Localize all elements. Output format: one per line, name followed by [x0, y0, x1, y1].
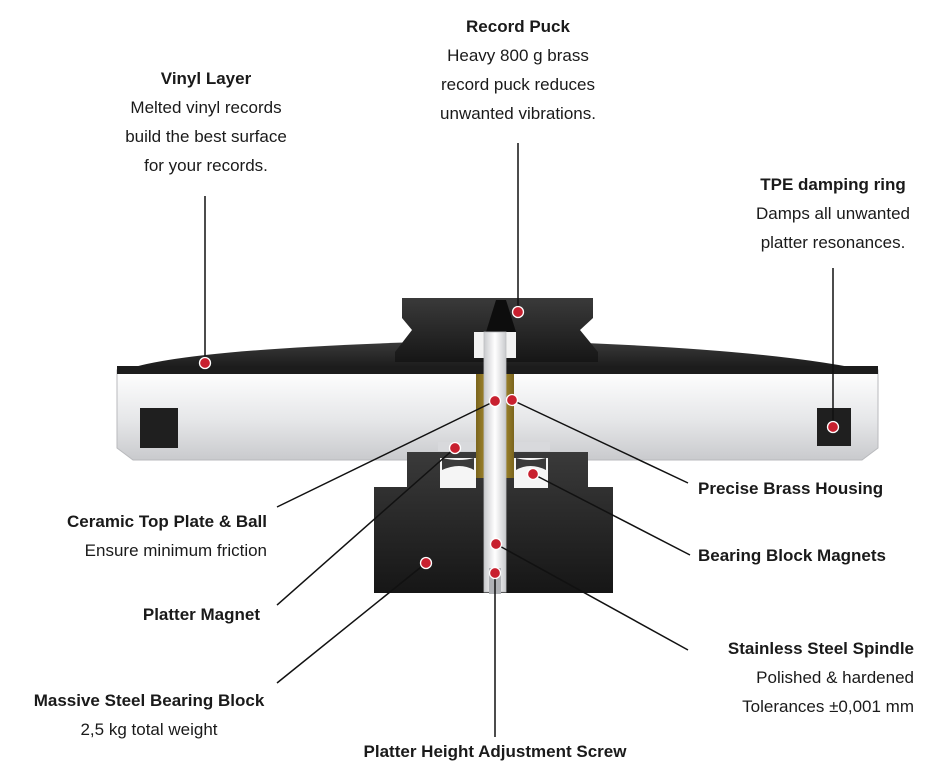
label-line: record puck reduces [440, 75, 596, 94]
label-title: Massive Steel Bearing Block [33, 691, 265, 710]
marker-bearing-block [419, 556, 433, 570]
label-line: Damps all unwanted [755, 204, 911, 223]
platter-left-pocket [140, 408, 178, 448]
marker-vinyl-layer [198, 356, 212, 370]
spindle [483, 331, 507, 594]
leader-spindle [495, 543, 689, 651]
label-title: Bearing Block Magnets [698, 546, 886, 565]
label-line: 2,5 kg total weight [80, 720, 218, 739]
puck-cone [486, 300, 516, 332]
label-title: Platter Magnet [142, 605, 260, 624]
marker-tpe-ring [826, 420, 840, 434]
label-line: for your records. [144, 156, 268, 175]
label-title: Vinyl Layer [160, 69, 252, 88]
leader-ceramic-plate [276, 400, 496, 508]
record-puck [395, 298, 598, 362]
markers [198, 305, 840, 580]
marker-height-screw [488, 566, 502, 580]
label-line: Ensure minimum friction [84, 541, 267, 560]
label-vinyl-layer: Vinyl Layer Melted vinyl records build t… [125, 64, 287, 180]
label-record-puck: Record Puck Heavy 800 g brass record puc… [440, 12, 596, 128]
label-line: Melted vinyl records [130, 98, 282, 117]
label-title: Record Puck [466, 17, 570, 36]
label-tpe-ring: TPE damping ring Damps all unwanted plat… [756, 170, 910, 257]
leader-lines [204, 143, 834, 737]
label-title: Platter Height Adjustment Screw [363, 742, 627, 761]
label-line: Heavy 800 g brass [447, 46, 589, 65]
label-title: Stainless Steel Spindle [727, 639, 914, 658]
leader-platter-magnet [276, 447, 456, 606]
magnet-right [516, 458, 546, 470]
label-spindle: Stainless Steel Spindle Polished & harde… [728, 634, 914, 721]
label-title: Precise Brass Housing [698, 479, 884, 498]
label-line: build the best surface [125, 127, 287, 146]
leader-bearing-block [276, 562, 427, 684]
label-title: Ceramic Top Plate & Ball [67, 512, 267, 531]
marker-platter-magnet [448, 441, 462, 455]
label-platter-magnet: Platter Magnet [143, 600, 260, 629]
marker-brass-housing [505, 393, 519, 407]
leader-brass-housing [511, 399, 689, 484]
leader-bearing-magnets [532, 473, 691, 556]
label-bearing-block: Massive Steel Bearing Block 2,5 kg total… [34, 686, 265, 744]
magnet-left [442, 458, 474, 470]
label-line: Polished & hardened [756, 668, 914, 687]
label-height-screw: Platter Height Adjustment Screw [364, 737, 627, 766]
marker-bearing-magnets [526, 467, 540, 481]
label-brass-housing: Precise Brass Housing [698, 474, 883, 503]
marker-ceramic-plate [488, 394, 502, 408]
label-bearing-magnets: Bearing Block Magnets [698, 541, 886, 570]
label-line: platter resonances. [760, 233, 906, 252]
marker-spindle [489, 537, 503, 551]
marker-record-puck [511, 305, 525, 319]
label-line: unwanted vibrations. [440, 104, 596, 123]
label-line: Tolerances ±0,001 mm [742, 697, 914, 716]
label-ceramic-plate: Ceramic Top Plate & Ball Ensure minimum … [67, 507, 267, 565]
label-title: TPE damping ring [760, 175, 906, 194]
